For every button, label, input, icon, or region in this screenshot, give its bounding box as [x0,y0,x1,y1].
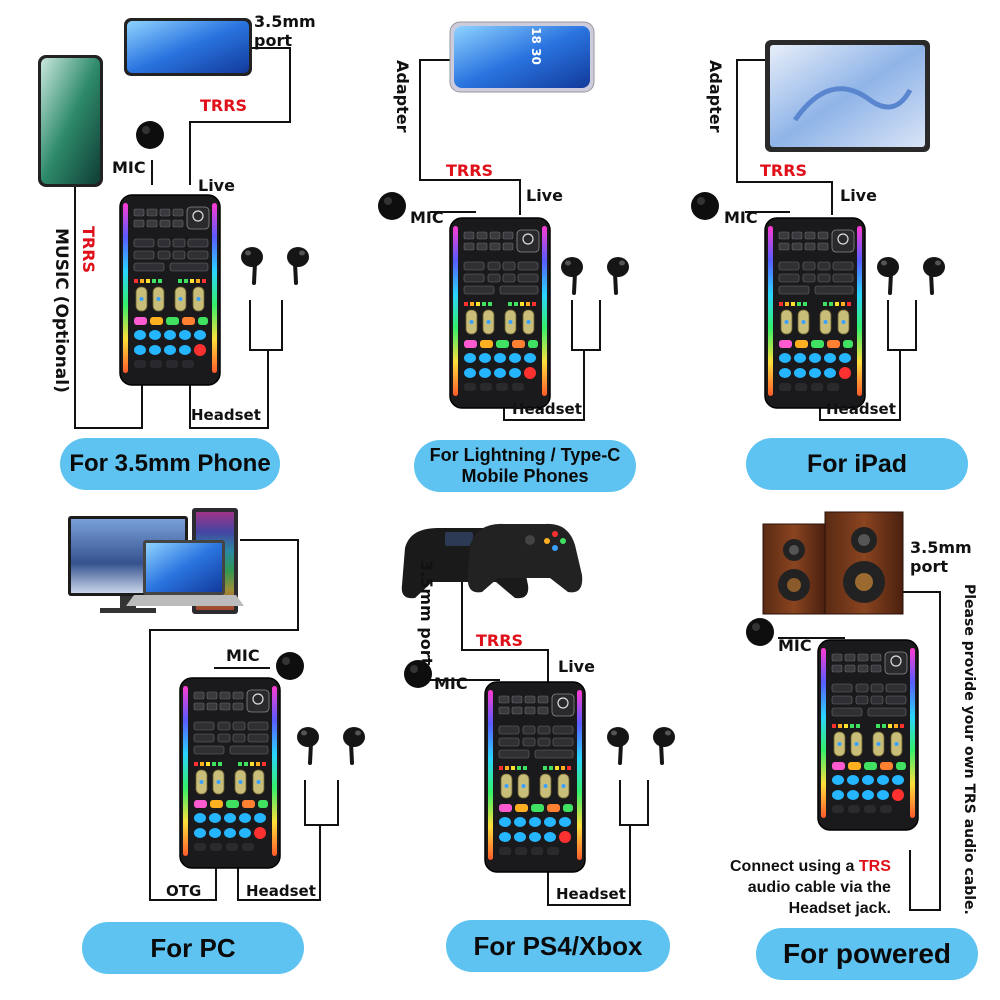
p6-note-line1-trs: TRS [858,858,891,875]
p1-live-label: Live [198,176,235,195]
p1-headset-label: Headset [191,406,261,424]
p3-headset-label: Headset [826,400,896,418]
p6-note-line1-pre: Connect using a [730,858,859,875]
p2-mic-label: MIC [410,208,444,227]
p6-note-line2: audio cable via the [747,879,891,896]
p1-port-label: 3.5mm port [254,12,316,50]
caption-lightning-typec: For Lightning / Type-C Mobile Phones [414,440,636,492]
p5-port-label: 3.5mm port [417,560,436,666]
p1-trrs-side-label: TRRS [79,226,98,274]
p2-phone-time: 18 30 [528,27,543,65]
caption-3-5mm-phone: For 3.5mm Phone [60,438,280,490]
p3-trrs-label: TRRS [760,161,808,180]
p5-trrs-label: TRRS [476,631,524,650]
p5-mic-label: MIC [434,674,468,693]
p6-mic-label: MIC [778,636,812,655]
caption-powered-speakers: For powered [756,928,978,980]
p2-headset-label: Headset [512,400,582,418]
p6-port-label: 3.5mm port [910,538,972,576]
p5-live-label: Live [558,657,595,676]
p5-headset-label: Headset [556,885,626,903]
p6-note-line3: Headset jack. [788,900,891,917]
p1-mic-label: MIC [112,158,146,177]
p3-adapter-label: Adapter [706,60,725,133]
p1-trrs-top-label: TRRS [200,96,248,115]
p4-mic-label: MIC [226,646,260,665]
p2-adapter-label: Adapter [393,60,412,133]
p2-trrs-label: TRRS [446,161,494,180]
p1-music-label: MUSIC (Optional) [51,228,71,393]
p3-live-label: Live [840,186,877,205]
p3-mic-label: MIC [724,208,758,227]
p2-live-label: Live [526,186,563,205]
caption-ps4-xbox: For PS4/Xbox [446,920,670,972]
p6-side-note: Please provide your own TRS audio cable. [961,584,977,915]
panel1-phone-left [38,55,103,187]
p4-otg-label: OTG [166,882,202,900]
p4-headset-label: Headset [246,882,316,900]
p6-connect-note: Connect using a TRS audio cable via the … [730,856,891,919]
caption-ipad: For iPad [746,438,968,490]
caption-pc: For PC [82,922,304,974]
